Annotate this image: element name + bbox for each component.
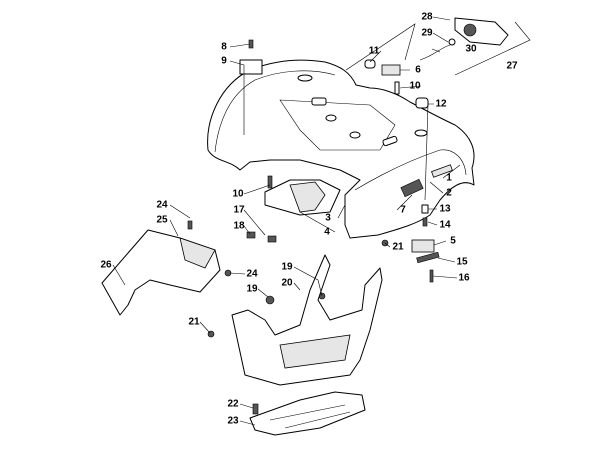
grommet-11 (364, 59, 376, 69)
callout-19-left: 19 (246, 284, 258, 295)
callout-9: 9 (221, 56, 227, 67)
callout-18: 18 (233, 221, 245, 232)
callout-26: 26 (100, 260, 112, 271)
callout-21-right: 21 (392, 242, 404, 253)
decal-2 (431, 164, 453, 178)
strip-15 (416, 251, 440, 264)
callout-22: 22 (227, 399, 239, 410)
callout-30: 30 (465, 44, 477, 55)
footwell (231, 254, 383, 386)
callout-15: 15 (456, 257, 468, 268)
callout-1: 1 (446, 173, 452, 184)
rear-fender (207, 59, 475, 239)
decal-5 (411, 239, 435, 253)
callout-24-top: 24 (156, 200, 168, 211)
callout-labels: 1 2 3 4 5 6 7 8 9 10 10 11 12 13 14 15 1… (100, 12, 518, 427)
callout-24-mid: 24 (246, 269, 258, 280)
callout-23: 23 (227, 416, 239, 427)
bracket-9 (239, 59, 263, 75)
callout-29: 29 (421, 28, 433, 39)
callout-17: 17 (233, 205, 245, 216)
callout-10-top: 10 (409, 81, 421, 92)
decal-6 (381, 64, 401, 76)
callout-6: 6 (415, 65, 421, 76)
taillight-assembly (345, 17, 531, 76)
callout-10-left: 10 (232, 189, 244, 200)
callout-4: 4 (324, 227, 330, 238)
callout-14: 14 (439, 220, 451, 231)
callout-3: 3 (325, 213, 331, 224)
callout-19-top: 19 (281, 262, 293, 273)
hardware (187, 39, 440, 415)
callout-8: 8 (221, 42, 227, 53)
footrest (249, 391, 366, 436)
callout-2: 2 (446, 188, 452, 199)
decal-7 (400, 178, 424, 198)
storage-tray (264, 179, 341, 216)
callout-5: 5 (450, 236, 456, 247)
leader-lines (112, 16, 461, 426)
callout-7: 7 (400, 205, 406, 216)
callout-21-left: 21 (188, 317, 200, 328)
cap-12 (415, 97, 429, 109)
callout-20: 20 (281, 278, 293, 289)
side-panel (101, 229, 221, 316)
callout-25: 25 (156, 215, 168, 226)
callout-27: 27 (506, 61, 518, 72)
callout-16: 16 (458, 273, 470, 284)
callout-13: 13 (439, 204, 451, 215)
callout-12: 12 (435, 99, 447, 110)
callout-28: 28 (421, 12, 433, 23)
callout-11: 11 (369, 46, 380, 57)
